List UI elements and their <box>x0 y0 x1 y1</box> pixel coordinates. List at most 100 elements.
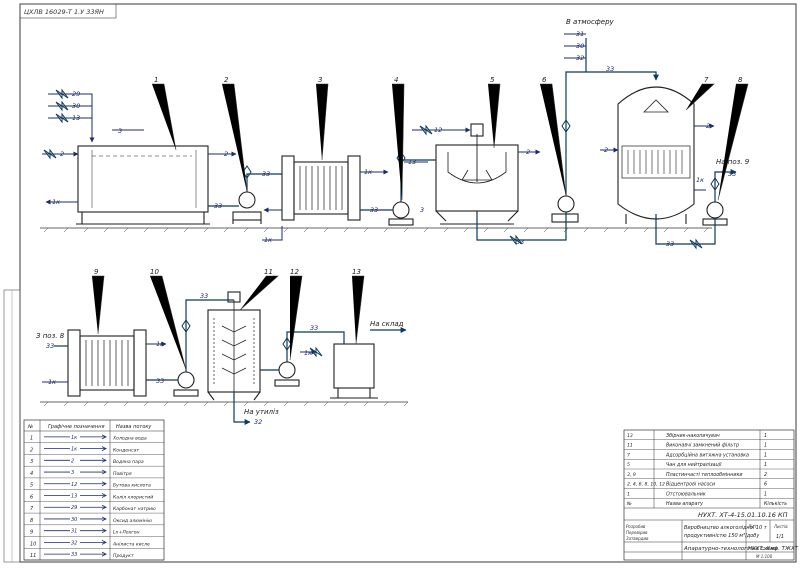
spec-quantity: Кількість <box>764 501 787 507</box>
stamp-box <box>19 3 117 19</box>
pos-label-3: 3 <box>318 76 322 84</box>
spec-position: 13 <box>627 433 633 439</box>
org-label: НУХТ, Каф. ТЖХТ <box>748 546 799 552</box>
sheet-title: Апаратурно-технологічна схема <box>683 546 778 552</box>
pos-label-5: 5 <box>490 76 495 84</box>
spec-quantity: 1 <box>764 452 767 458</box>
collector-13 <box>333 343 375 389</box>
code-33-k: 33 <box>310 324 318 332</box>
legend-line-code: 29 <box>71 505 77 511</box>
inner-frame <box>19 3 797 563</box>
spec-position: 5 <box>627 462 630 468</box>
title-line-2: продуктивністю 150 м³/добу <box>684 533 760 539</box>
pump-8 <box>706 201 724 219</box>
legend-flow-name: Анілиста кисле <box>112 541 150 547</box>
legend-code-backdrop <box>70 445 80 452</box>
pos-label-1: 1 <box>154 76 158 84</box>
legend-arrow-icon <box>101 528 107 534</box>
code-1k-a: 1к <box>52 198 60 206</box>
spec-name: Адсорбційна витяжна установка <box>665 452 749 458</box>
legend-arrow-icon <box>101 434 107 440</box>
spec-name: Виконавчі замкнений фільтр <box>666 443 739 449</box>
approved-label: Затвердив <box>626 536 649 541</box>
legend-line-code: 1к <box>71 435 77 441</box>
legend-line-code: 12 <box>71 482 77 488</box>
code-33-g: 33 <box>666 240 674 248</box>
pump-4 <box>392 201 410 219</box>
legend-row-number: 3 <box>30 459 33 465</box>
legend-arrow-icon <box>101 493 107 498</box>
pump-6 <box>557 195 575 213</box>
legend-code-backdrop <box>70 551 80 558</box>
legend-line-code: 30 <box>71 517 77 523</box>
code-2-e: 2 <box>706 122 710 130</box>
stamp-text: ЦХЛВ 16029-Т 1.У 33ЯН <box>24 8 104 16</box>
legend-line-code: 31 <box>71 529 77 535</box>
spec-quantity: 2 <box>764 472 767 478</box>
settler-tank-1 <box>77 145 209 213</box>
leader-lines <box>92 83 749 371</box>
developed-label: Розробив <box>626 524 646 529</box>
legend-row-number: 7 <box>30 506 34 512</box>
code-2-c: 2 <box>526 148 530 156</box>
legend-line-code: 13 <box>71 494 77 500</box>
legend-header-num: № <box>27 424 33 430</box>
legend-line-code: 3 <box>71 470 74 476</box>
pos-label-8: 8 <box>738 76 743 84</box>
legend-line-code: 32 <box>71 540 77 546</box>
atmosphere-label: В атмосферу <box>566 18 615 26</box>
legend-code-backdrop <box>70 515 80 522</box>
code-12: 12 <box>434 126 442 134</box>
legend-arrow-icon <box>101 504 107 510</box>
sheet-label: Ліст <box>747 524 757 529</box>
floor-hatch <box>43 227 709 407</box>
code-1k-g: 1к <box>304 349 312 357</box>
spec-quantity: 6 <box>764 482 767 488</box>
destination-labels: В атмосферу На поз. 9 З поз. 8 На склад … <box>36 18 750 416</box>
pos-label-10: 10 <box>150 268 159 276</box>
spec-quantity: 1 <box>764 462 767 468</box>
from-pos8-label: З поз. 8 <box>36 332 65 340</box>
legend-row-number: 11 <box>30 553 36 559</box>
code-33-e: 33 <box>606 65 614 73</box>
to-disposal-label: На утиліз <box>244 408 279 416</box>
pump-10 <box>177 371 195 389</box>
pump-2 <box>238 191 256 209</box>
code-3-a: 3 <box>118 127 122 135</box>
spec-position: 11 <box>627 443 633 449</box>
pos-label-7: 7 <box>704 76 709 84</box>
legend-row-number: 8 <box>30 518 33 524</box>
heat-exchanger-9 <box>67 329 81 397</box>
spec-name: Відцентрові насоси <box>666 482 715 488</box>
legend-flow-name: Оксид алюмінію <box>113 518 152 524</box>
code-33-c: 33 <box>370 206 378 214</box>
spec-position: 1 <box>627 491 630 497</box>
legend-flow-name: Карбонат натрию <box>113 506 156 512</box>
legend-code-backdrop <box>70 469 80 476</box>
pos-label-9: 9 <box>94 268 99 276</box>
code-32: 32 <box>576 54 584 62</box>
code-1k-d: 1к <box>696 176 704 184</box>
code-33-b: 33 <box>262 170 270 178</box>
code-33-j: 33 <box>200 292 208 300</box>
pos-label-12: 12 <box>290 268 299 276</box>
code-2-b: 2 <box>224 150 228 158</box>
pos-label-13: 13 <box>352 268 361 276</box>
code-30: 30 <box>72 102 80 110</box>
code-1k-f: 1к <box>156 340 164 348</box>
legend-flow-name: Водяна пара <box>113 459 144 465</box>
floor-lines <box>40 227 712 403</box>
line-code-labels: 29 30 13 2 1к 3 2 33 33 1к 1к 33 3 12 2 … <box>46 30 736 426</box>
spec-name: Пластинчасті теплообмінники <box>666 472 743 478</box>
code-1k-b: 1к <box>364 168 372 176</box>
position-labels: 1 2 3 4 5 6 7 8 9 10 11 12 13 <box>94 76 743 276</box>
pump-12 <box>278 361 296 379</box>
code-33-h: 33 <box>46 342 54 350</box>
spec-position: 2, 4, 6, 8, 10, 12 <box>627 482 665 488</box>
legend-code-backdrop <box>70 504 80 511</box>
legend-arrow-icon <box>101 481 107 487</box>
